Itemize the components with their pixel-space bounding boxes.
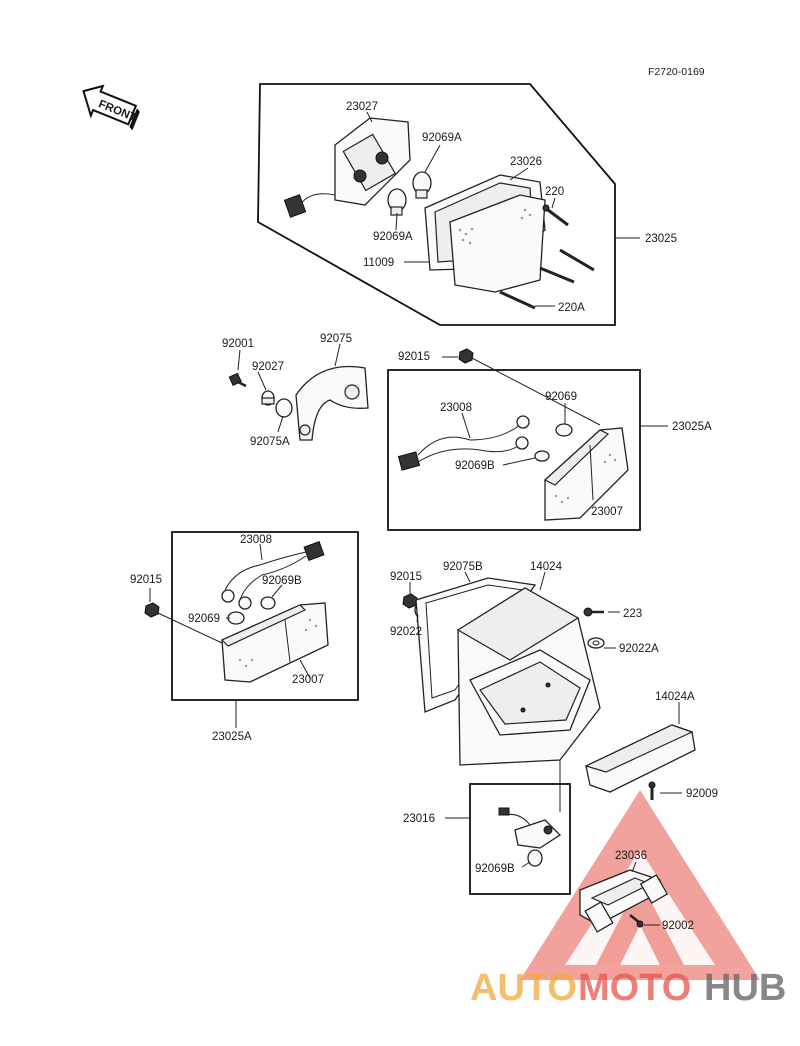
bracket-23036 [579, 869, 669, 933]
callout-92069-left: 92069 [188, 613, 220, 625]
screw-92002 [629, 914, 644, 928]
screw-220-b [539, 248, 595, 284]
callout-23008-right: 23008 [440, 402, 472, 414]
callout-23026: 23026 [510, 156, 542, 168]
callout-14024: 14024 [530, 561, 563, 573]
turn-signal-right-box [387, 369, 641, 531]
watermark-text-hub: HUB [704, 967, 786, 1009]
callout-92069-right: 92069 [545, 391, 577, 403]
grommet-92075A [275, 398, 293, 418]
callout-92069B-bottom: 92069B [475, 863, 515, 875]
callout-220: 220 [545, 186, 564, 198]
watermark-text-auto: AUTO [470, 967, 577, 1009]
callout-92009: 92009 [686, 788, 718, 800]
callout-11009: 11009 [363, 257, 394, 269]
watermark-text-moto: MOTO [578, 967, 691, 1009]
bulb-92069A-top [412, 171, 432, 199]
bulb-92069A-mid [387, 188, 407, 216]
bulb-92069-left [227, 611, 245, 625]
callout-92022A: 92022A [619, 643, 659, 655]
callout-92022: 92022 [390, 626, 422, 638]
taillight-assembly-box [257, 83, 616, 326]
callout-92075: 92075 [320, 333, 352, 345]
taillight-housing-part [283, 117, 411, 218]
bracket-92075 [295, 365, 369, 441]
callout-220A: 220A [558, 302, 585, 314]
callout-92001: 92001 [222, 338, 254, 350]
callout-92069B-left: 92069B [262, 575, 302, 587]
callout-92015-left: 92015 [130, 574, 162, 586]
callout-223: 223 [623, 608, 642, 620]
bulb-92069-right [555, 423, 573, 437]
turn-signal-lens-23007-right [543, 427, 629, 521]
screw-223 [583, 607, 604, 617]
callout-23027: 23027 [346, 101, 378, 113]
callout-92069A-top: 92069A [422, 132, 462, 144]
callout-23025: 23025 [645, 233, 677, 245]
callout-92015-center: 92015 [390, 571, 422, 583]
wiring-harness-23008-right [397, 415, 530, 471]
nut-92015-center [402, 593, 418, 609]
callout-23036: 23036 [615, 850, 647, 862]
turn-signal-lens-23007-left [220, 602, 329, 683]
turn-signal-left-box [171, 531, 359, 701]
screw-220 [542, 204, 569, 227]
callout-23025A-left: 23025A [212, 731, 252, 743]
license-lamp-23016 [498, 807, 562, 867]
callout-92027: 92027 [252, 361, 284, 373]
drawing-reference: F2720-0169 [648, 66, 705, 78]
wiring-harness-23008-left [221, 541, 325, 610]
callout-14024A: 14024A [655, 691, 695, 703]
license-box-14024 [456, 587, 601, 766]
washer-92022A [587, 637, 605, 649]
callout-92002: 92002 [662, 920, 694, 932]
callout-92075B: 92075B [443, 561, 483, 573]
callout-92015-right: 92015 [398, 351, 430, 363]
callout-23008-left: 23008 [240, 534, 272, 546]
callout-92069B-right: 92069B [455, 460, 495, 472]
callout-23007-right: 23007 [591, 506, 623, 518]
license-lamp-box [469, 783, 571, 895]
bulb-92069B-left [260, 596, 276, 610]
nut-92015-right [458, 348, 474, 364]
nut-92015-left [144, 602, 160, 618]
plate-14024A [584, 724, 696, 793]
callout-23025A-right: 23025A [672, 421, 712, 433]
callout-92069A-mid: 92069A [373, 231, 413, 243]
callout-92075A: 92075A [250, 436, 290, 448]
front-arrow-icon: FRONT [82, 84, 140, 131]
bolt-92001 [228, 372, 247, 388]
screw-220A [499, 290, 536, 310]
bulb-92069B-right [534, 450, 550, 462]
collar-92027 [261, 390, 275, 406]
watermark-text: AUTO MOTO HUB [470, 967, 786, 1009]
taillight-lens-part [424, 174, 546, 293]
callout-23016: 23016 [403, 813, 435, 825]
bolt-92009 [648, 781, 656, 800]
callout-23007-left: 23007 [292, 674, 324, 686]
